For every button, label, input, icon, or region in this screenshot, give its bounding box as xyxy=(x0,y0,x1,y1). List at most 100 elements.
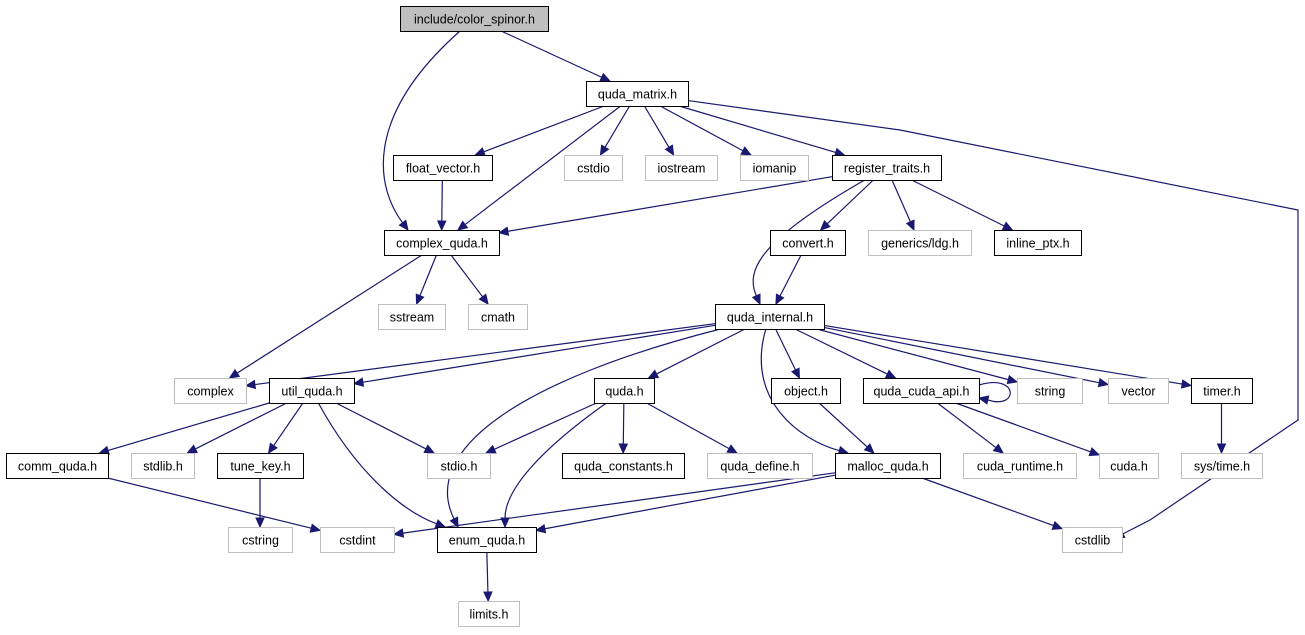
node-box xyxy=(269,378,355,404)
node-quda-cuda-api[interactable]: quda_cuda_api.h xyxy=(863,378,980,404)
node-label: float_vector.h xyxy=(406,162,480,176)
node-label: cstring xyxy=(242,534,279,548)
edge-color_spinor-to-quda_matrix xyxy=(500,30,611,82)
node-malloc-quda[interactable]: malloc_quda.h xyxy=(835,453,941,479)
node-label: stdio.h xyxy=(441,460,478,474)
node-label: quda_cuda_api.h xyxy=(874,385,970,399)
edge-malloc_quda-to-enum_quda xyxy=(534,474,836,534)
node-label: quda_matrix.h xyxy=(598,88,677,102)
node-label: stdlib.h xyxy=(143,460,183,474)
node-tune-key[interactable]: tune_key.h xyxy=(217,453,304,479)
node-complex-quda[interactable]: complex_quda.h xyxy=(384,230,500,256)
edge-quda_internal-to-quda xyxy=(647,328,746,379)
node-label: cmath xyxy=(481,311,515,325)
node-iostream: iostream xyxy=(645,155,718,181)
node-vector: vector xyxy=(1108,378,1169,404)
node-iomanip: iomanip xyxy=(740,155,809,181)
node-label: quda_constants.h xyxy=(574,460,673,474)
node-label: cstdint xyxy=(339,534,376,548)
node-box xyxy=(6,453,109,479)
dependency-edges xyxy=(98,30,1299,603)
node-convert[interactable]: convert.h xyxy=(770,230,846,256)
node-quda-internal[interactable]: quda_internal.h xyxy=(715,304,825,330)
node-util-quda[interactable]: util_quda.h xyxy=(269,378,355,404)
edge-quda-to-enum_quda xyxy=(500,402,607,529)
node-complex: complex xyxy=(174,378,247,404)
node-label: iomanip xyxy=(753,162,797,176)
node-box xyxy=(320,527,395,553)
edge-util_quda-to-stdio xyxy=(335,402,436,454)
edge-object-to-malloc_quda xyxy=(818,402,875,454)
node-box xyxy=(562,453,685,479)
node-label: register_traits.h xyxy=(844,162,930,176)
edge-complex_quda-to-cmath xyxy=(450,254,489,305)
node-label: inline_ptx.h xyxy=(1006,237,1069,251)
node-box xyxy=(468,304,528,330)
node-box xyxy=(770,230,846,256)
node-label: cuda_runtime.h xyxy=(977,460,1063,474)
node-comm-quda[interactable]: comm_quda.h xyxy=(6,453,109,479)
node-box xyxy=(131,453,195,479)
node-cuda: cuda.h xyxy=(1099,453,1159,479)
node-box xyxy=(378,304,446,330)
node-box xyxy=(594,378,655,404)
edge-quda_internal-to-string xyxy=(816,328,1019,385)
node-box xyxy=(740,155,809,181)
node-label: enum_quda.h xyxy=(449,534,526,548)
node-register-traits[interactable]: register_traits.h xyxy=(832,155,942,181)
node-label: cuda.h xyxy=(1110,460,1148,474)
node-label: cstdio xyxy=(577,162,610,176)
edge-quda_matrix-to-iomanip xyxy=(659,105,752,156)
edge-quda_internal-to-timer xyxy=(823,324,1193,389)
node-label: comm_quda.h xyxy=(18,460,97,474)
edge-quda_internal-to-object xyxy=(775,328,800,380)
edge-register_traits-to-complex_quda xyxy=(497,176,833,236)
node-timer[interactable]: timer.h xyxy=(1191,378,1253,404)
node-box xyxy=(1191,378,1253,404)
node-cstring: cstring xyxy=(228,527,293,553)
node-quda-constants[interactable]: quda_constants.h xyxy=(562,453,685,479)
node-box xyxy=(771,378,841,404)
edge-register_traits-to-generics_ldg xyxy=(891,179,915,232)
node-box xyxy=(1062,527,1123,553)
node-sys-time: sys/time.h xyxy=(1181,453,1263,479)
edge-quda_matrix-to-float_vector xyxy=(474,105,605,157)
edge-quda_internal-to-vector xyxy=(823,326,1110,388)
node-enum-quda[interactable]: enum_quda.h xyxy=(437,527,537,553)
node-cstdint: cstdint xyxy=(320,527,395,553)
node-object[interactable]: object.h xyxy=(771,378,841,404)
node-box xyxy=(715,304,825,330)
edge-util_quda-to-enum_quda xyxy=(317,402,447,529)
edge-register_traits-to-convert xyxy=(819,179,874,231)
node-box xyxy=(832,155,942,181)
edge-quda_internal-to-enum_quda xyxy=(446,328,721,529)
node-float-vector[interactable]: float_vector.h xyxy=(393,155,493,181)
node-label: convert.h xyxy=(782,237,833,251)
node-inline-ptx[interactable]: inline_ptx.h xyxy=(994,230,1082,256)
node-generics-ldg: generics/ldg.h xyxy=(868,230,972,256)
edge-quda_internal-to-util_quda xyxy=(352,324,716,387)
node-cmath: cmath xyxy=(468,304,528,330)
node-label: complex_quda.h xyxy=(396,237,488,251)
edge-timer-to-sys_time xyxy=(1216,403,1227,455)
edge-complex_quda-to-sstream xyxy=(415,254,437,306)
node-label: object.h xyxy=(784,385,828,399)
node-box xyxy=(707,453,813,479)
edge-comm_quda-to-cstdint xyxy=(107,477,322,533)
node-box xyxy=(1108,378,1169,404)
node-string: string xyxy=(1017,378,1083,404)
node-box xyxy=(228,527,293,553)
node-box xyxy=(393,155,493,181)
node-label: timer.h xyxy=(1203,385,1241,399)
edge-util_quda-to-stdlib xyxy=(186,402,287,454)
node-cuda-runtime: cuda_runtime.h xyxy=(963,453,1077,479)
edge-quda_cuda_api-to-cuda_runtime xyxy=(937,402,1005,454)
node-quda-matrix[interactable]: quda_matrix.h xyxy=(586,81,689,107)
node-box xyxy=(217,453,304,479)
node-quda[interactable]: quda.h xyxy=(594,378,655,404)
node-label: sys/time.h xyxy=(1194,460,1250,474)
edge-float_vector-to-complex_quda xyxy=(437,179,447,232)
node-color-spinor[interactable]: include/color_spinor.h xyxy=(400,6,549,32)
edge-enum_quda-to-limits xyxy=(483,551,493,603)
node-box xyxy=(564,155,623,181)
